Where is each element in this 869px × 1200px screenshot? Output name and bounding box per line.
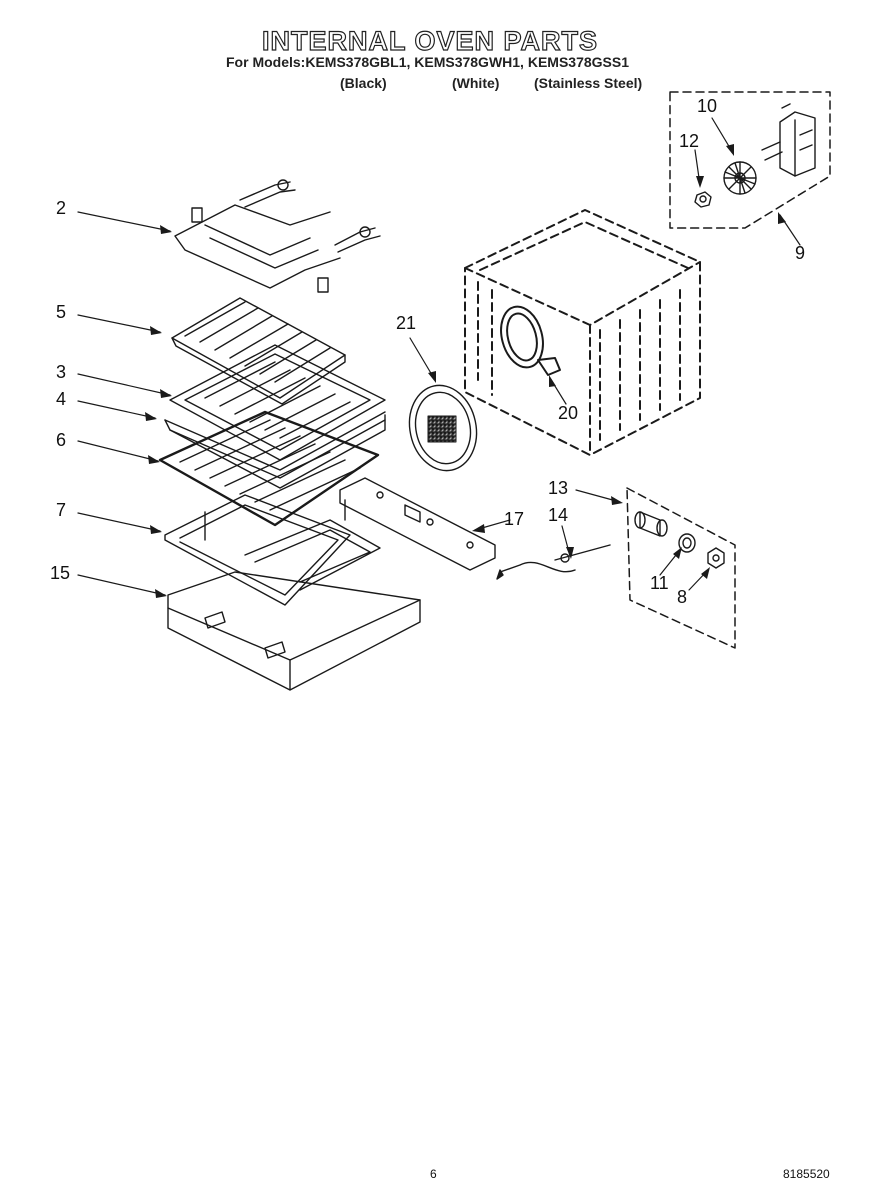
callout-5: 5 [56, 302, 67, 322]
callout-6: 6 [56, 430, 67, 450]
callout-21: 21 [396, 313, 417, 333]
fan-cover-part-21 [408, 384, 478, 472]
callout-14: 14 [548, 505, 569, 525]
oven-rack-part-6 [158, 410, 380, 527]
callout-3: 3 [56, 362, 67, 382]
callout-17: 17 [504, 509, 525, 529]
grill-plate-part-5 [171, 297, 346, 405]
callout-12: 12 [679, 131, 700, 151]
callout-7: 7 [56, 500, 67, 520]
callout-8: 8 [677, 587, 688, 607]
broil-element-part-2 [174, 179, 381, 293]
oven-tray-part-3 [169, 344, 386, 461]
leader-lines [77, 117, 801, 596]
callout-9: 9 [795, 243, 806, 263]
fan-motor-assembly-part-9 [669, 91, 831, 229]
callout-11: 11 [650, 573, 669, 593]
callout-15: 15 [50, 563, 71, 583]
page-number: 6 [430, 1167, 437, 1181]
models-line: For Models:KEMS378GBL1, KEMS378GWH1, KEM… [226, 54, 629, 70]
fan-motor [761, 103, 816, 177]
roasting-pan-part-4 [164, 411, 386, 489]
fan-nut-part-12 [694, 191, 712, 208]
callout-2: 2 [56, 198, 67, 218]
callout-10: 10 [697, 96, 718, 116]
drip-tray-part-15 [167, 571, 421, 691]
lamp-socket-part-13 [634, 511, 668, 537]
document-number: 8185520 [783, 1167, 830, 1181]
oven-cavity-outline [464, 209, 701, 456]
lamp-assembly-outline [626, 487, 736, 649]
leader-arrowheads [145, 144, 786, 598]
variant-stainless: (Stainless Steel) [534, 75, 643, 91]
bracket-part-17 [339, 477, 496, 571]
bake-element-part-7 [164, 494, 381, 606]
washer-part-11 [678, 533, 696, 553]
temperature-probe-part-14 [496, 544, 611, 580]
callout-4: 4 [56, 389, 67, 409]
nut-part-8 [707, 547, 725, 569]
callout-13: 13 [548, 478, 569, 498]
variant-white: (White) [452, 75, 500, 91]
convection-element-part-20 [500, 305, 561, 376]
fan-blade-part-10 [723, 161, 757, 195]
variant-black: (Black) [340, 75, 387, 91]
diagram-title: INTERNAL OVEN PARTS [261, 25, 599, 56]
callout-20: 20 [558, 403, 579, 423]
